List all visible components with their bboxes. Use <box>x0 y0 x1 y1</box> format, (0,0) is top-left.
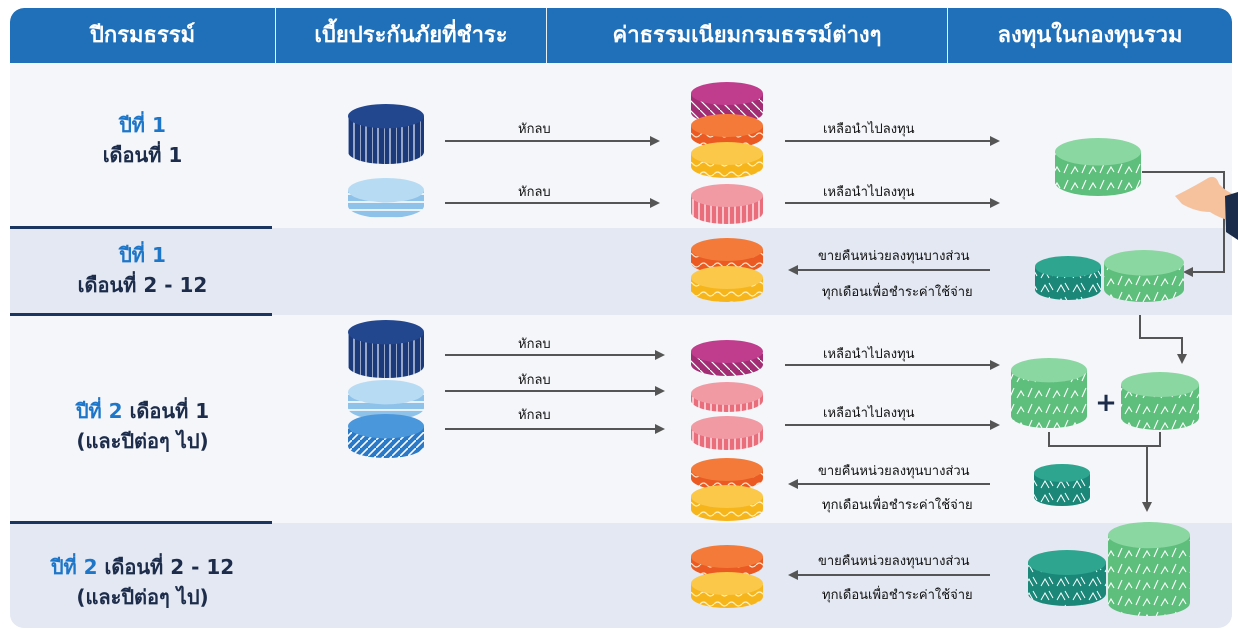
row-3-year: ปีที่ 2 <box>75 399 123 423</box>
plus-sign: + <box>1095 388 1117 418</box>
row-2-month: เดือนที่ 2 - 12 <box>77 273 208 297</box>
row-4-year: ปีที่ 2 <box>50 555 98 579</box>
invest-remaining-label: เหลือนำไปลงทุน <box>823 122 915 137</box>
fee-coin-stack-icon <box>691 184 763 224</box>
fund-coin-icon <box>1011 358 1087 428</box>
fee-coin-stack-icon <box>691 266 763 303</box>
fund-coin-icon <box>1035 256 1101 300</box>
row-label-2: ปีที่ 1 เดือนที่ 2 - 12 <box>10 240 275 300</box>
premium-coin-stack-icon <box>348 380 424 420</box>
fund-coin-icon <box>1104 249 1184 302</box>
row-divider <box>10 521 272 524</box>
fund-coin-icon <box>1055 138 1141 197</box>
hand-icon <box>1175 176 1238 240</box>
header-invest-fund: ลงทุนในกองทุนรวม <box>997 23 1183 48</box>
fee-coin-stack-icon <box>691 572 763 608</box>
invest-remaining-label: เหลือนำไปลงทุน <box>823 347 915 362</box>
deduct-label: หักลบ <box>518 337 551 352</box>
diagram-panel: ปีกรมธรรม์ เบี้ยประกันภัยที่ชำระ ค่าธรรม… <box>10 8 1232 628</box>
row-label-3: ปีที่ 2 เดือนที่ 1 (และปีต่อๆ ไป) <box>10 396 275 456</box>
redeem-label-line2: ทุกเดือนเพื่อชำระค่าใช้จ่าย <box>822 498 973 513</box>
row-divider <box>10 226 272 229</box>
fee-coin-stack-icon <box>691 114 763 148</box>
fee-coin-stack-icon <box>691 142 763 178</box>
fee-coin-stack-icon <box>691 485 763 521</box>
row-label-1: ปีที่ 1 เดือนที่ 1 <box>10 110 275 170</box>
fee-coin-stack-icon <box>691 416 763 451</box>
row-divider <box>10 313 272 316</box>
redeem-label-line1: ขายคืนหน่วยลงทุนบางส่วน <box>818 464 970 479</box>
fund-coin-icon <box>1034 464 1090 506</box>
fee-coin-stack-icon <box>691 340 763 377</box>
invest-remaining-label: เหลือนำไปลงทุน <box>823 406 915 421</box>
header-bar: ปีกรมธรรม์ เบี้ยประกันภัยที่ชำระ ค่าธรรม… <box>10 8 1232 63</box>
arrow-icon <box>1139 315 1187 364</box>
row-band-2 <box>10 228 1232 315</box>
deduct-label: หักลบ <box>518 373 551 388</box>
header-policy-year: ปีกรมธรรม์ <box>89 23 196 48</box>
fee-coin-stack-icon <box>691 382 763 413</box>
redeem-label-line1: ขายคืนหน่วยลงทุนบางส่วน <box>818 554 970 569</box>
row-1-month: เดือนที่ 1 <box>102 143 183 167</box>
header-premium-paid: เบี้ยประกันภัยที่ชำระ <box>314 23 508 48</box>
fee-coin-stack-icon <box>691 458 763 490</box>
row-3-note: (และปีต่อๆ ไป) <box>76 429 209 453</box>
row-3-month: เดือนที่ 1 <box>129 399 210 423</box>
redeem-label-line1: ขายคืนหน่วยลงทุนบางส่วน <box>818 249 970 264</box>
redeem-label-line2: ทุกเดือนเพื่อชำระค่าใช้จ่าย <box>822 588 973 603</box>
fund-coin-icon <box>1121 372 1199 430</box>
fund-coin-icon <box>1028 550 1106 607</box>
row-label-4: ปีที่ 2 เดือนที่ 2 - 12 (และปีต่อๆ ไป) <box>10 552 275 612</box>
premium-coin-stack-icon <box>348 104 424 164</box>
row-1-year: ปีที่ 1 <box>119 113 166 137</box>
row-band-1 <box>10 63 1232 228</box>
header-policy-fees: ค่าธรรมเนียมกรมธรรม์ต่างๆ <box>612 23 882 48</box>
deduct-label: หักลบ <box>518 122 551 137</box>
row-4-note: (และปีต่อๆ ไป) <box>76 585 209 609</box>
fund-coin-icon <box>1108 522 1190 616</box>
premium-coin-stack-icon <box>348 320 424 378</box>
deduct-label: หักลบ <box>518 185 551 200</box>
row-2-year: ปีที่ 1 <box>119 243 166 267</box>
premium-coin-stack-icon <box>348 414 424 458</box>
redeem-label-line2: ทุกเดือนเพื่อชำระค่าใช้จ่าย <box>822 285 973 300</box>
premium-coin-stack-icon <box>348 178 424 218</box>
bracket-line <box>1048 432 1161 447</box>
invest-remaining-label: เหลือนำไปลงทุน <box>823 185 915 200</box>
arrow-icon <box>1142 171 1225 277</box>
deduct-label: หักลบ <box>518 408 551 423</box>
row-4-month: เดือนที่ 2 - 12 <box>104 555 235 579</box>
fee-coin-stack-icon <box>691 545 763 577</box>
